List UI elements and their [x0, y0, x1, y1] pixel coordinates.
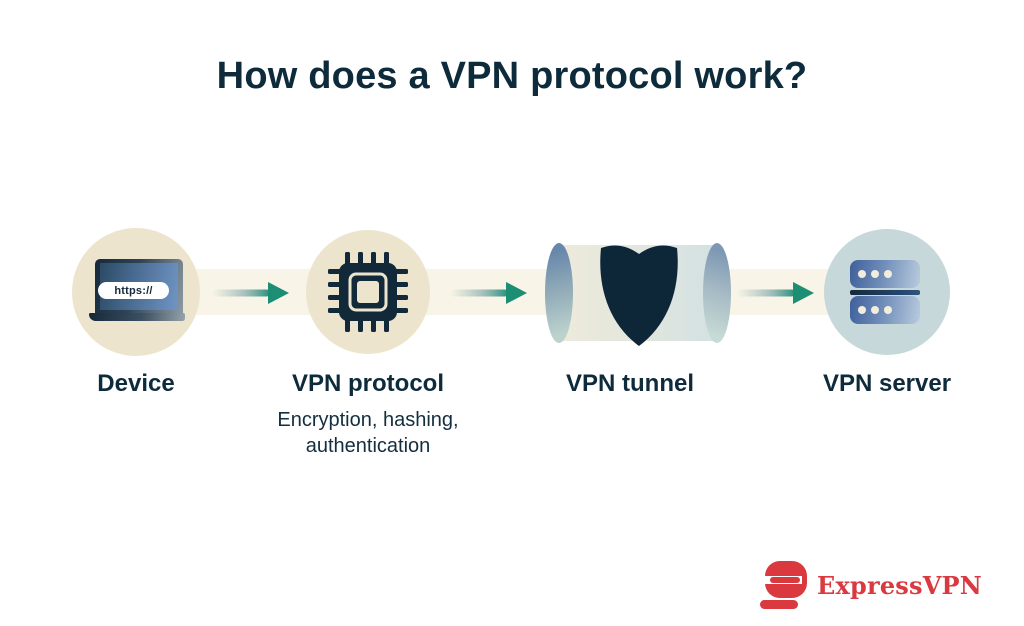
stage-vpn-server [824, 229, 950, 355]
expressvpn-wordmark: ExpressVPN [817, 570, 982, 600]
shield-icon [600, 245, 678, 346]
expressvpn-logo: ExpressVPN [756, 560, 982, 610]
stage-label-device: Device [97, 370, 175, 397]
tunnel-left-opening [545, 243, 573, 343]
expressvpn-logo-icon [756, 561, 807, 609]
stage-device: https:// [72, 228, 200, 356]
server-leds [858, 270, 892, 278]
stage-vpn-tunnel [545, 243, 731, 346]
stage-label-vpn-server: VPN server [822, 370, 952, 397]
stage-sublabel-vpn-protocol: Encryption, hashing, authentication [277, 409, 459, 457]
flow-arrow-icon [212, 282, 289, 304]
tunnel-right-opening [703, 243, 731, 343]
stage-label-vpn-tunnel: VPN tunnel [565, 370, 694, 397]
server-leds [858, 306, 892, 314]
chip-icon [328, 252, 408, 332]
url-pill: https:// [98, 282, 169, 299]
flow-arrow-icon [737, 282, 814, 304]
flow-arrow-icon [450, 282, 527, 304]
page-title: How does a VPN protocol work? [216, 55, 808, 97]
stage-label-vpn-protocol: VPN protocol [291, 370, 444, 397]
stage-vpn-protocol [306, 230, 430, 354]
